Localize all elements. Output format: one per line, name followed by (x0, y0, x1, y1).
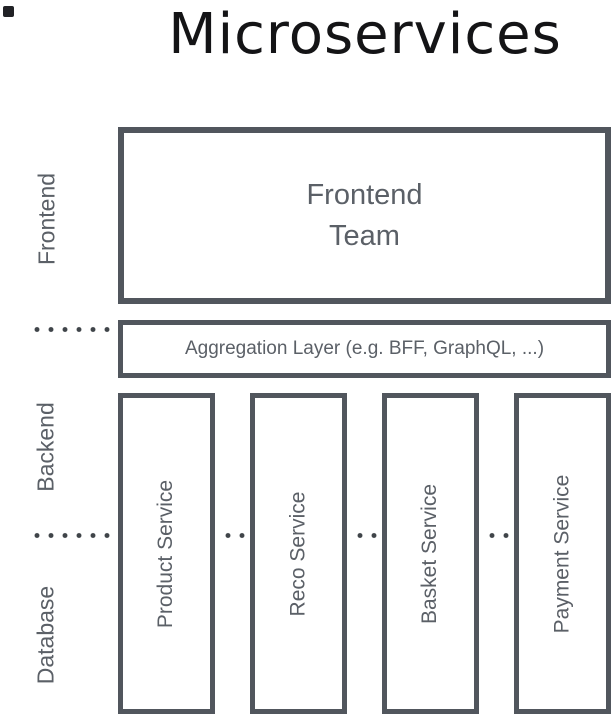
layer-label-database: Database (32, 585, 59, 685)
backend-database-separator-dots-gap3 (483, 532, 511, 539)
service-label-payment: Payment Service (550, 474, 574, 633)
service-label-basket: Basket Service (418, 483, 442, 624)
service-box-product: Product Service (118, 393, 215, 714)
backend-database-separator-dots-gap2 (351, 532, 379, 539)
frontend-team-label: Frontend Team (306, 175, 422, 256)
service-label-product: Product Service (154, 479, 178, 628)
layer-label-frontend: Frontend (33, 172, 60, 266)
service-box-payment: Payment Service (514, 393, 611, 714)
aggregation-layer-box: Aggregation Layer (e.g. BFF, GraphQL, ..… (118, 320, 611, 378)
service-box-basket: Basket Service (382, 393, 479, 714)
frontend-team-line1: Frontend (306, 178, 423, 211)
frontend-backend-separator-dots (28, 326, 116, 333)
frontend-team-box: Frontend Team (118, 127, 611, 304)
backend-database-separator-dots-left (28, 532, 116, 539)
backend-database-separator-dots-gap1 (219, 532, 247, 539)
corner-mark (3, 6, 14, 17)
layer-label-backend: Backend (32, 402, 59, 492)
service-box-reco: Reco Service (250, 393, 347, 714)
aggregation-layer-label: Aggregation Layer (e.g. BFF, GraphQL, ..… (184, 338, 545, 359)
diagram-title: Microservices (168, 2, 562, 67)
frontend-team-line2: Team (329, 219, 400, 252)
service-label-reco: Reco Service (286, 491, 310, 616)
